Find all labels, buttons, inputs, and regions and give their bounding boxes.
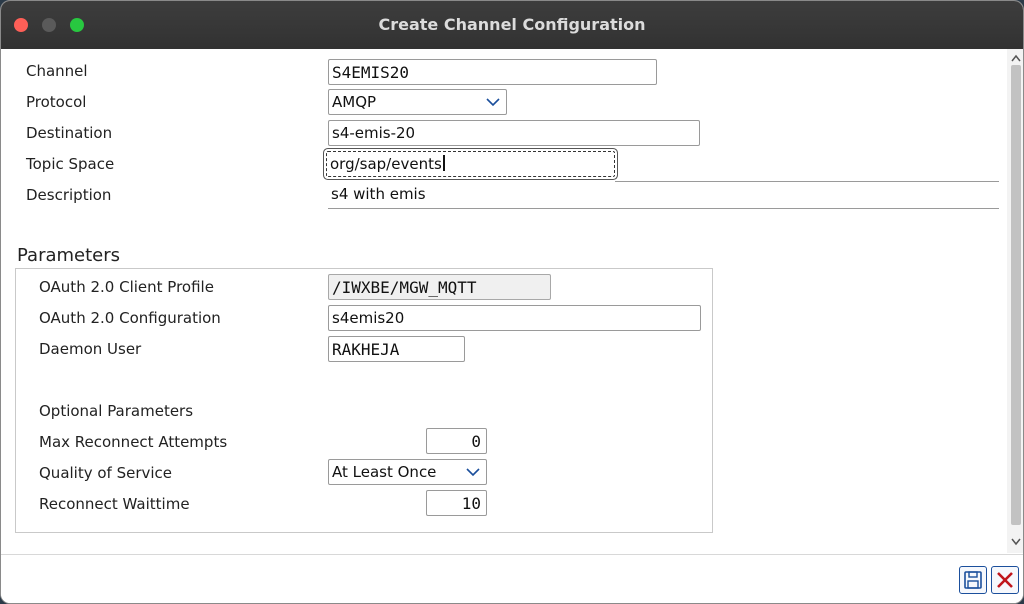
- daemon-user-label: Daemon User: [39, 340, 142, 358]
- topic-space-label: Topic Space: [26, 155, 115, 173]
- close-window-button[interactable]: [14, 18, 28, 32]
- topic-space-underline: [615, 181, 999, 182]
- optional-parameters-title: Optional Parameters: [39, 402, 194, 420]
- scrollbar-thumb[interactable]: [1011, 65, 1021, 525]
- dialog-content: Channel S4EMIS20 Protocol AMQP Destinati…: [1, 49, 1007, 553]
- scroll-up-icon[interactable]: [1010, 53, 1022, 63]
- destination-field[interactable]: s4-emis-20: [328, 120, 700, 146]
- save-button[interactable]: [959, 566, 987, 594]
- destination-label: Destination: [26, 124, 113, 142]
- topic-space-field[interactable]: org/sap/events: [326, 151, 615, 177]
- reconnect-wait-label: Reconnect Waittime: [39, 495, 190, 513]
- parameters-group: [15, 268, 713, 533]
- channel-field[interactable]: S4EMIS20: [328, 59, 657, 85]
- qos-dropdown[interactable]: At Least Once: [328, 459, 487, 485]
- protocol-dropdown[interactable]: AMQP: [328, 89, 507, 115]
- reconnect-wait-field[interactable]: 10: [426, 490, 487, 516]
- daemon-user-field[interactable]: RAKHEJA: [328, 336, 465, 362]
- protocol-label: Protocol: [26, 93, 87, 111]
- zoom-window-button[interactable]: [70, 18, 84, 32]
- dialog-footer: [1, 554, 1023, 603]
- scroll-down-icon[interactable]: [1010, 537, 1022, 547]
- close-icon: [997, 572, 1013, 588]
- qos-label: Quality of Service: [39, 464, 173, 482]
- chevron-down-icon: [486, 98, 500, 107]
- window-title: Create Channel Configuration: [378, 15, 646, 34]
- max-reconnect-field[interactable]: 0: [426, 428, 487, 454]
- title-bar: Create Channel Configuration: [1, 1, 1023, 50]
- minimize-window-button[interactable]: [42, 18, 56, 32]
- parameters-title: Parameters: [17, 245, 121, 266]
- cancel-button[interactable]: [991, 566, 1019, 594]
- vertical-scrollbar[interactable]: [1007, 49, 1023, 553]
- save-icon: [964, 571, 982, 589]
- protocol-value: AMQP: [332, 93, 377, 111]
- max-reconnect-label: Max Reconnect Attempts: [39, 433, 228, 451]
- client-profile-field: /IWXBE/MGW_MQTT: [328, 274, 551, 300]
- topic-space-value: org/sap/events: [330, 155, 442, 173]
- description-field[interactable]: s4 with emis: [328, 182, 999, 209]
- chevron-down-icon: [466, 468, 480, 477]
- oauth-config-label: OAuth 2.0 Configuration: [39, 309, 221, 327]
- qos-value: At Least Once: [332, 463, 437, 481]
- channel-label: Channel: [26, 62, 88, 80]
- client-profile-label: OAuth 2.0 Client Profile: [39, 278, 214, 296]
- description-label: Description: [26, 186, 112, 204]
- oauth-config-field[interactable]: s4emis20: [328, 305, 701, 331]
- text-caret: [442, 155, 445, 171]
